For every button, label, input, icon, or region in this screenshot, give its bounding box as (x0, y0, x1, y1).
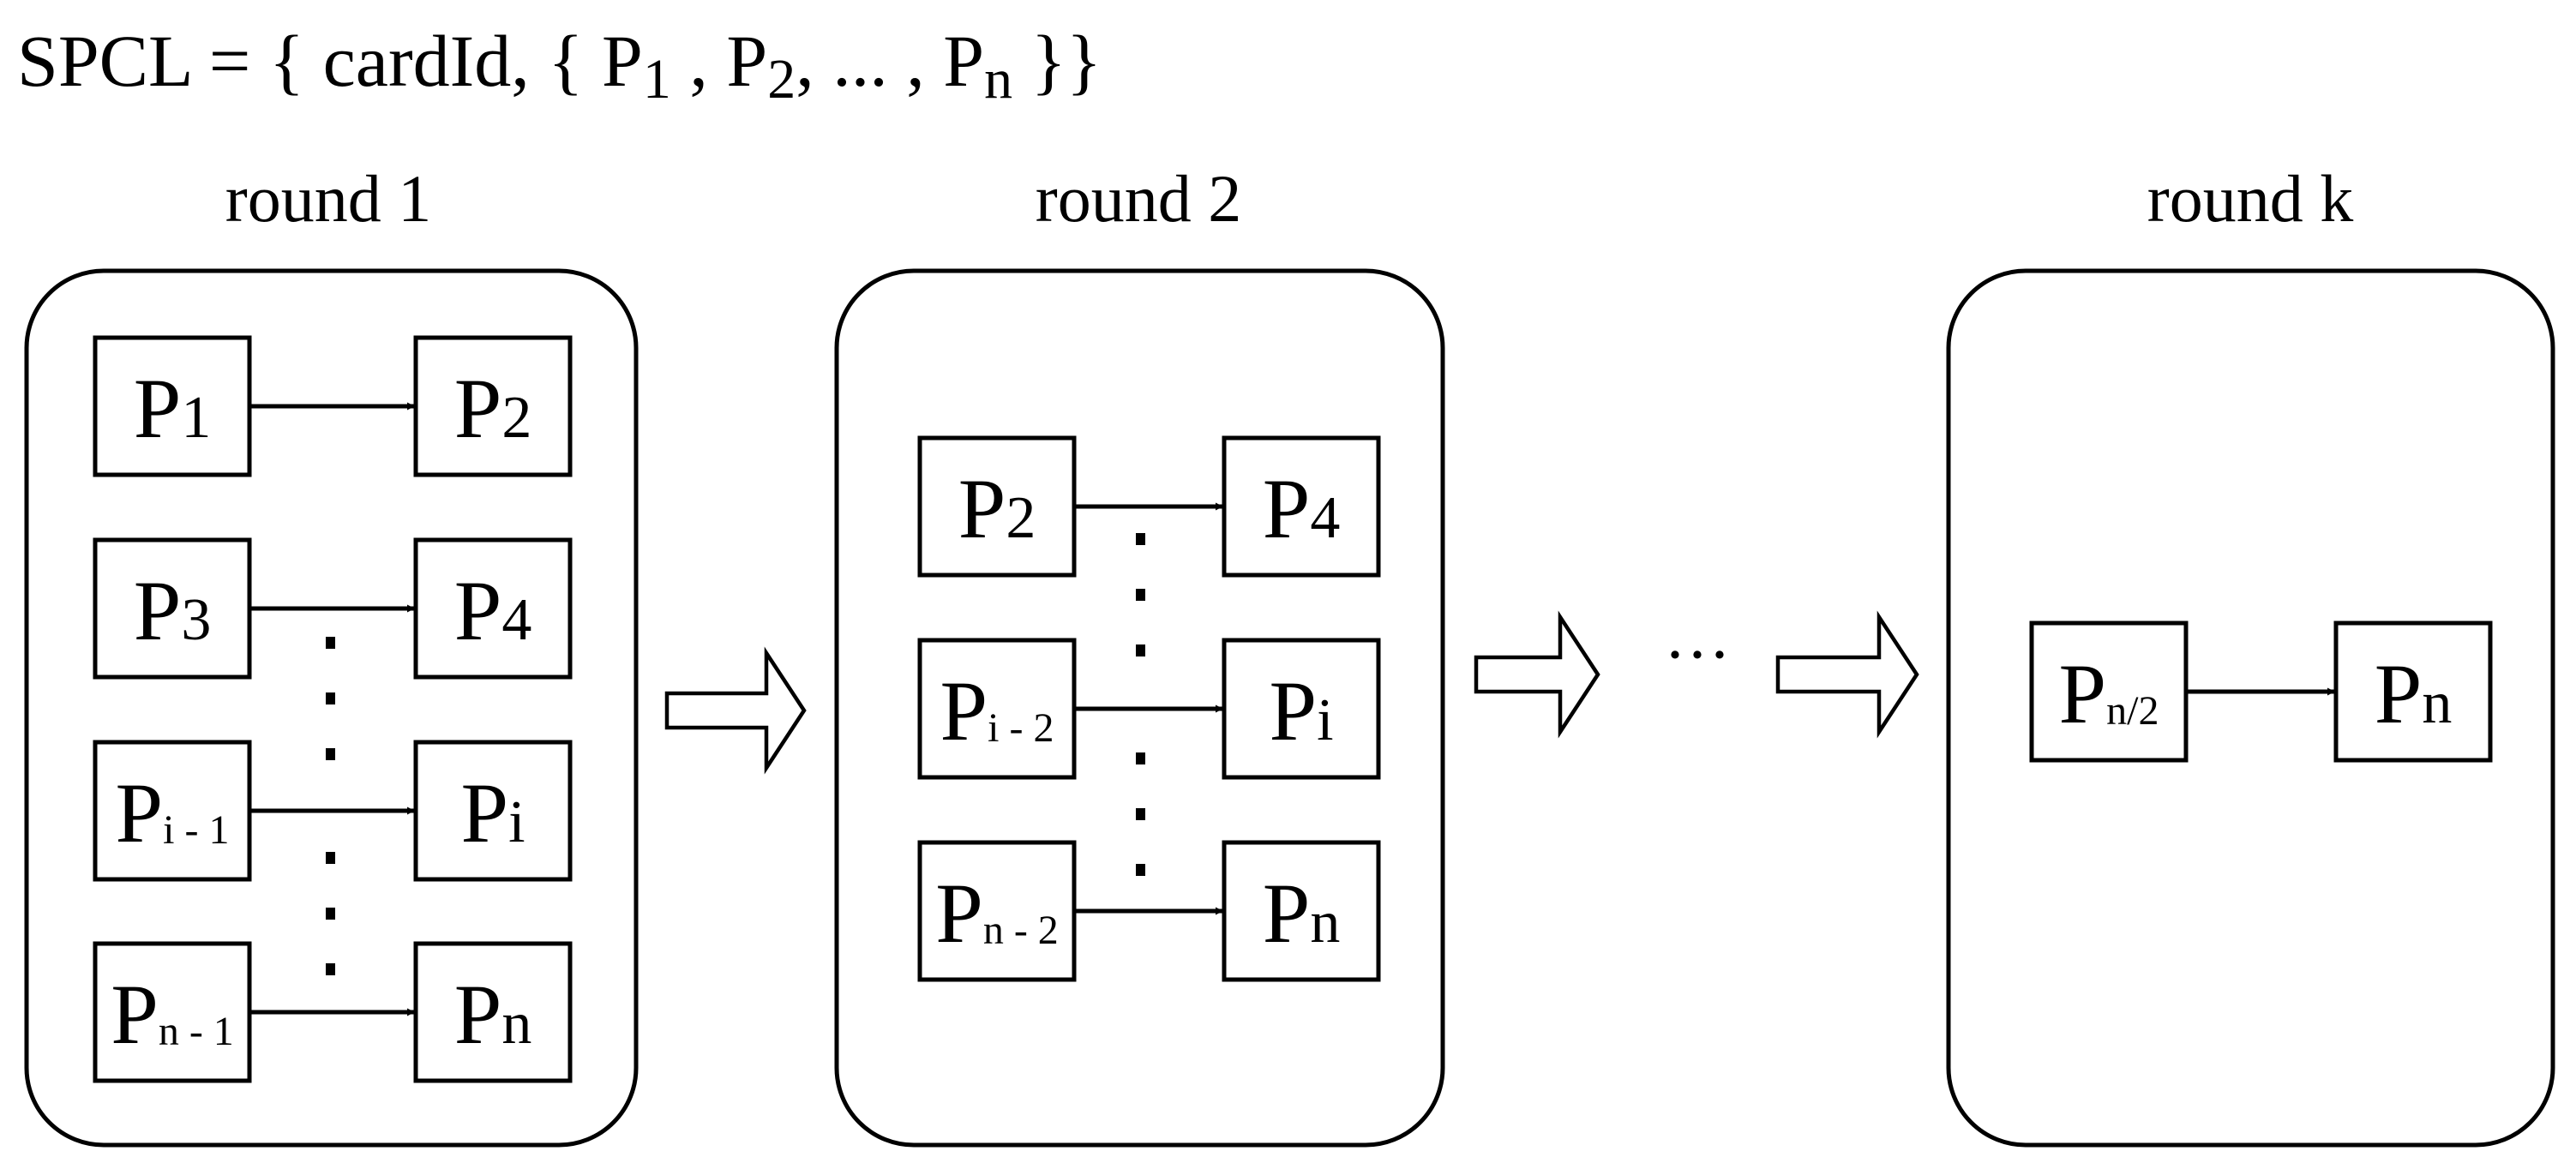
ellipsis-dot (326, 963, 335, 975)
target-node-box (1222, 638, 1381, 780)
source-node-box (93, 335, 252, 477)
ellipsis-dot (326, 637, 335, 649)
source-node-box (917, 435, 1077, 578)
target-node-box (413, 941, 573, 1083)
source-node-label: P2 (958, 461, 1036, 556)
ellipsis-dot (1136, 533, 1145, 545)
ellipsis-dot (1136, 752, 1145, 764)
ellipsis-dot (326, 908, 335, 920)
round-2-pairs: P2 P4 Pi - 2 Pi Pn - 2 Pn (917, 435, 1381, 982)
round-k-panel (1946, 268, 2555, 1148)
ellipsis-dot (326, 692, 335, 704)
target-node-label: Pn (2375, 646, 2453, 741)
ellipsis-dot (326, 852, 335, 864)
source-node-box (917, 840, 1077, 982)
target-node-box (413, 740, 573, 882)
source-node-box (93, 537, 252, 680)
target-node-label: P2 (454, 361, 532, 456)
round-transition-arrow (1474, 610, 1600, 739)
target-node-label: Pn (1263, 866, 1341, 961)
ellipsis-dot (1136, 864, 1145, 876)
ellipsis-dot (326, 748, 335, 760)
round-k-pairs: Pn/2 Pn (2029, 620, 2493, 763)
source-node-box (93, 740, 252, 882)
round-transition-arrow (664, 646, 807, 775)
round-2-label: round 2 (1036, 161, 1241, 236)
target-node-label: Pi (460, 765, 525, 860)
source-node-label: Pi - 1 (116, 765, 230, 860)
source-node-label: Pn - 1 (111, 967, 234, 1062)
round-1-label: round 1 (225, 161, 431, 236)
round-1-panel (24, 268, 639, 1148)
target-node-box (413, 537, 573, 680)
source-node-box (93, 941, 252, 1083)
target-node-label: Pn (454, 967, 532, 1062)
source-node-label: Pn - 2 (935, 866, 1059, 961)
target-node-label: Pi (1269, 663, 1333, 758)
source-node-label: Pi - 2 (940, 663, 1054, 758)
ellipsis-dot (1136, 644, 1145, 656)
target-node-box (2333, 620, 2493, 763)
target-node-box (1222, 435, 1381, 578)
source-node-label: P1 (134, 361, 212, 456)
source-node-label: P3 (134, 563, 212, 658)
rounds-ellipsis: ··· (1664, 617, 1731, 692)
source-node-label: Pn/2 (2059, 646, 2159, 741)
source-node-box (917, 638, 1077, 780)
ellipsis-dot (1136, 589, 1145, 601)
target-node-label: P4 (1263, 461, 1341, 556)
round-k-label: round k (2147, 161, 2353, 236)
ellipsis-dot (1136, 808, 1145, 820)
target-node-box (413, 335, 573, 477)
target-node-box (1222, 840, 1381, 982)
round-transition-arrow (1775, 610, 1919, 739)
target-node-label: P4 (454, 563, 532, 658)
formula-title: SPCL = { cardId, { P1 , P2, ... , Pn }} (17, 20, 1102, 111)
round-2-panel (834, 268, 1445, 1148)
